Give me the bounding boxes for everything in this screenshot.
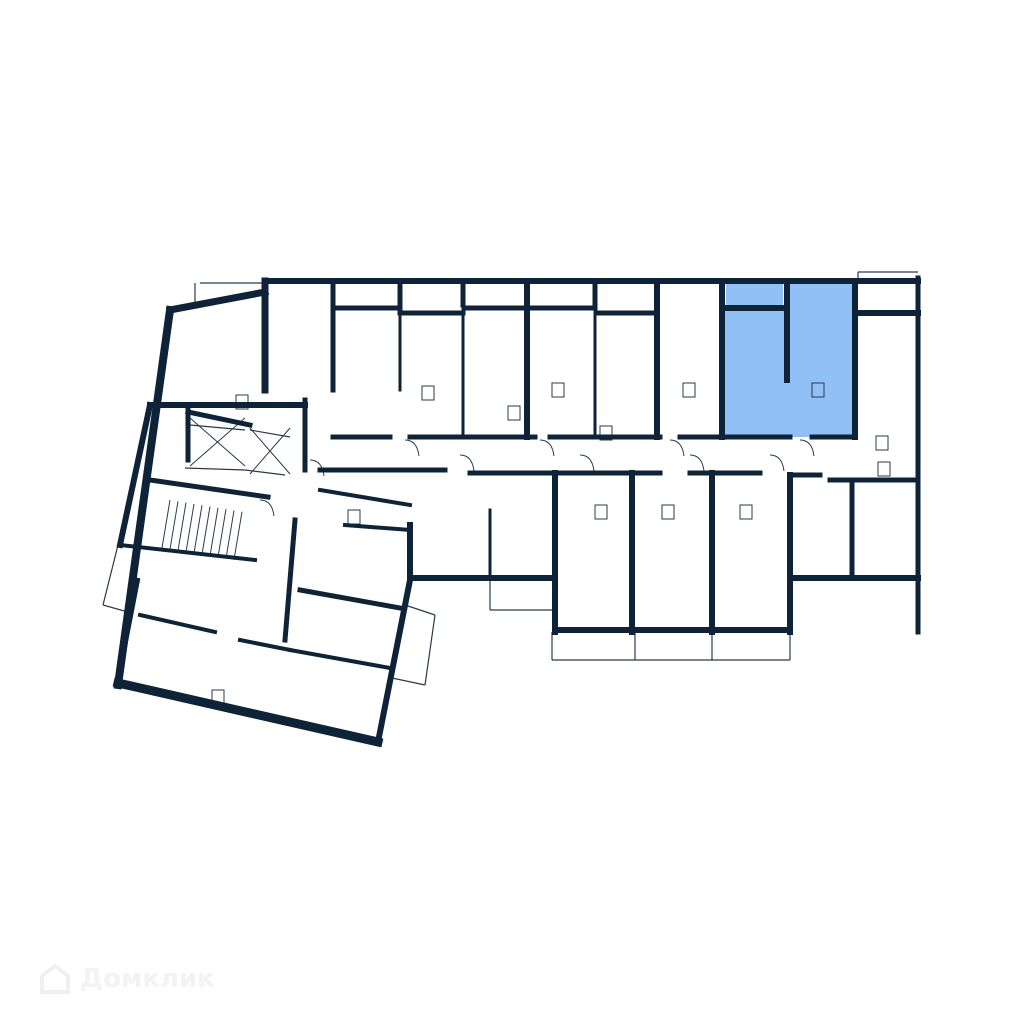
stair-step [185, 503, 195, 552]
stair-step [177, 502, 187, 551]
thin-line [184, 467, 246, 471]
wall [317, 487, 413, 508]
bathroom-fixture [347, 509, 361, 525]
wall [165, 287, 270, 315]
thin-line [102, 604, 129, 613]
wall [297, 587, 403, 611]
door-swing [579, 454, 595, 472]
wall [113, 305, 175, 690]
elevator-mark [189, 417, 246, 467]
stair-step [209, 507, 219, 556]
wall [147, 477, 271, 500]
bathroom-fixture [811, 382, 825, 398]
walls [112, 275, 921, 748]
wall [374, 576, 414, 746]
door-swing [459, 454, 475, 472]
thin-line [424, 614, 436, 686]
door-swing [309, 459, 325, 477]
bathroom-fixture [594, 504, 608, 520]
wall [117, 542, 258, 563]
bathroom-fixture [875, 435, 889, 451]
bathroom-fixture [507, 405, 521, 421]
bathroom-fixture [739, 504, 753, 520]
bathroom-fixture [421, 385, 435, 401]
wall [137, 612, 218, 635]
stair-step [169, 501, 179, 550]
house-logo-icon [40, 963, 70, 994]
wall [185, 409, 253, 428]
thin-line [404, 604, 436, 616]
thin-line [249, 429, 291, 438]
bathroom-fixture [682, 382, 696, 398]
watermark: Домклик [38, 962, 215, 996]
wall [287, 647, 393, 671]
wall [282, 517, 298, 643]
door-swing [799, 439, 815, 457]
thin-line [391, 677, 426, 686]
highlighted-balcony [726, 283, 783, 308]
door-swing [259, 499, 275, 517]
bathroom-fixture [877, 461, 891, 477]
stair-step [193, 505, 203, 554]
wall [342, 522, 413, 533]
stair-step [201, 506, 211, 555]
door-swing [669, 439, 685, 457]
door-swing [689, 454, 705, 472]
bathroom-fixture [661, 504, 675, 520]
stair-step [161, 499, 171, 549]
stair-step [225, 510, 235, 559]
wall [115, 577, 141, 686]
watermark-text: Домклик [80, 964, 215, 994]
stair-step [217, 509, 227, 558]
bathroom-fixture [551, 382, 565, 398]
door-swing [404, 439, 420, 457]
bathroom-fixture [599, 425, 613, 441]
wall [116, 401, 154, 549]
door-swing [539, 439, 555, 457]
stair-step [233, 511, 243, 560]
thin-line [102, 544, 119, 606]
wall [237, 637, 293, 653]
balconies-and-fixtures [102, 271, 919, 705]
wall [112, 677, 384, 748]
thin-line [244, 469, 286, 476]
door-swing [769, 454, 785, 472]
elevator-mark [249, 427, 291, 475]
